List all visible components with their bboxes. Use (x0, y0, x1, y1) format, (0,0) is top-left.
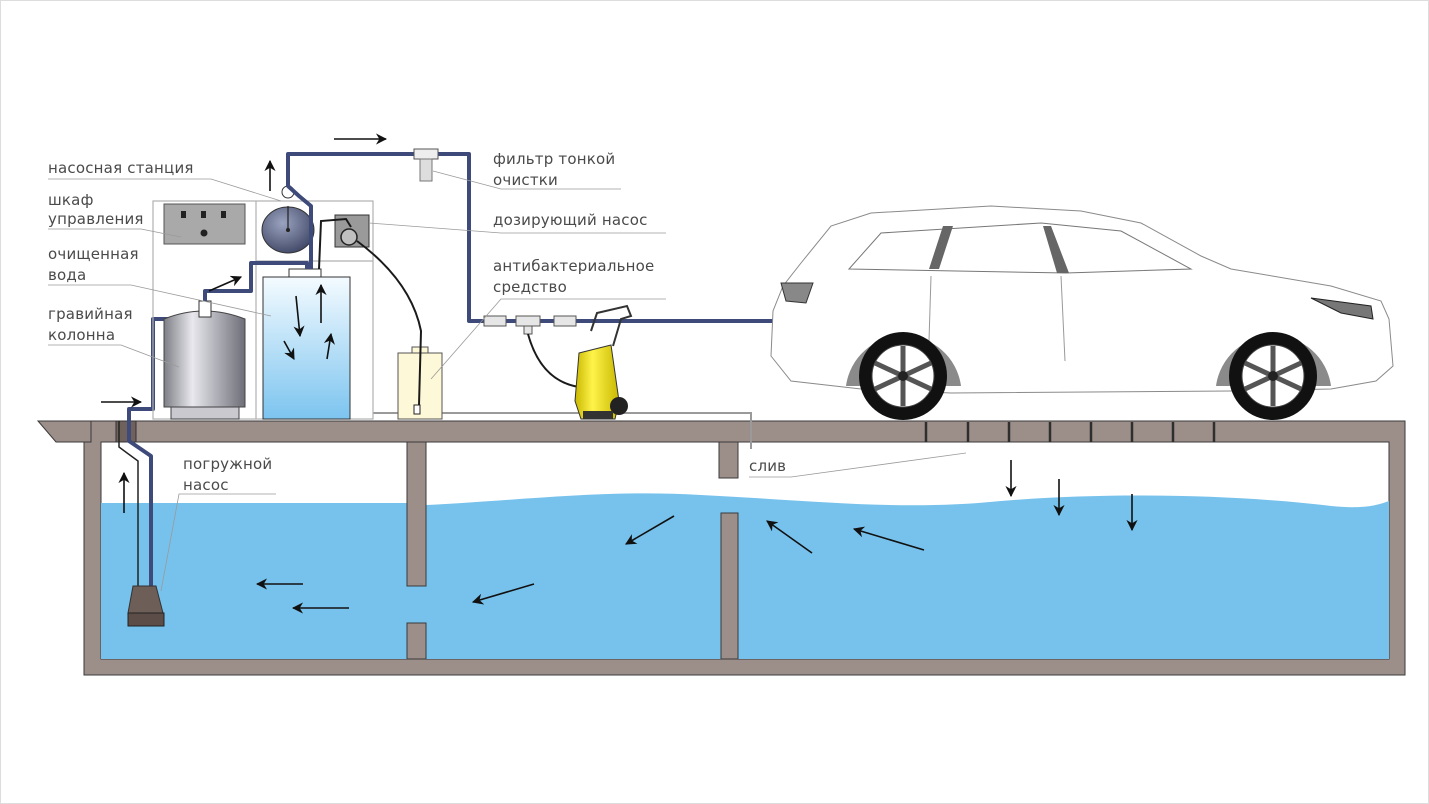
gravel-column[interactable] (163, 300, 246, 420)
arrow-left-icon (471, 583, 535, 605)
dosing-hose-2 (356, 240, 423, 406)
front-wheel (1229, 332, 1317, 420)
control-cabinet[interactable] (163, 203, 246, 245)
riser-cable (118, 421, 139, 586)
car-pillar (929, 226, 953, 269)
drain-line (373, 412, 752, 449)
fine-filter[interactable] (413, 148, 439, 182)
label-submersible-pump-2: насос (183, 476, 229, 494)
car-taillight (780, 282, 814, 304)
car-pillar-b (1043, 226, 1069, 273)
label-fine-filter-2: очистки (493, 171, 558, 189)
partition-1-upper (406, 441, 427, 587)
washer-hose (527, 333, 580, 388)
arrow-left-icon (625, 515, 675, 545)
label-submersible-pump-1: погружной (183, 455, 272, 473)
control-cabinet-switches (181, 211, 226, 237)
washer-wheel (610, 397, 628, 415)
flow-arrows (101, 133, 1138, 614)
leader-drain (749, 452, 967, 478)
label-antibacterial-2: средство (493, 278, 567, 296)
label-clean-water-2: вода (48, 266, 86, 284)
arrow-left-icon (852, 526, 925, 551)
water-chamber-2-3 (408, 493, 1389, 659)
water-chamber-1 (101, 503, 408, 659)
label-gravel-column-1: гравийная (48, 305, 133, 323)
main-supply-pipe (286, 152, 777, 323)
pipe-fittings (483, 315, 577, 335)
partition-2-lower (720, 512, 739, 660)
underground-tank: слив (36, 412, 1406, 676)
submersible-pump-assembly: погружной насос (115, 317, 276, 627)
pump-station[interactable] (261, 185, 315, 254)
dosing-hose-1 (318, 217, 352, 270)
label-control-cabinet-1: шкаф (48, 191, 94, 209)
label-clean-water-1: очищенная (48, 245, 139, 263)
label-control-cabinet-2: управления (48, 210, 144, 228)
arrow-down-right-icon (283, 340, 295, 360)
partition-2-baffle (718, 441, 739, 479)
label-drain: слив (749, 457, 786, 475)
equipment-labels: насосная станция шкаф управления очищенн… (48, 150, 666, 380)
car-suv (770, 205, 1394, 420)
drain-grate (924, 422, 1216, 442)
label-fine-filter-1: фильтр тонкой (493, 150, 615, 168)
arrow-up-icon (323, 332, 335, 360)
pressure-washer[interactable] (574, 304, 633, 420)
label-pump-station: насосная станция (48, 159, 194, 177)
clean-water-tank[interactable] (262, 268, 351, 420)
car-headlight (1310, 297, 1374, 320)
slab-overhang (36, 420, 92, 443)
label-dosing-pump: дозирующий насос (493, 211, 648, 229)
arrow-left-icon (766, 520, 813, 554)
arrow-up-right-icon (208, 275, 243, 292)
rear-wheel (859, 332, 947, 420)
arrow-down-icon (293, 295, 305, 338)
leader-submersible-pump (160, 493, 276, 592)
pipe-gravel-to-tank (203, 261, 309, 301)
label-gravel-column-2: колонна (48, 326, 115, 344)
partition-1-lower (406, 622, 427, 660)
pump-intake-grille (127, 612, 165, 627)
gravel-column-valve (198, 300, 212, 318)
label-antibacterial-1: антибактериальное (493, 257, 654, 275)
